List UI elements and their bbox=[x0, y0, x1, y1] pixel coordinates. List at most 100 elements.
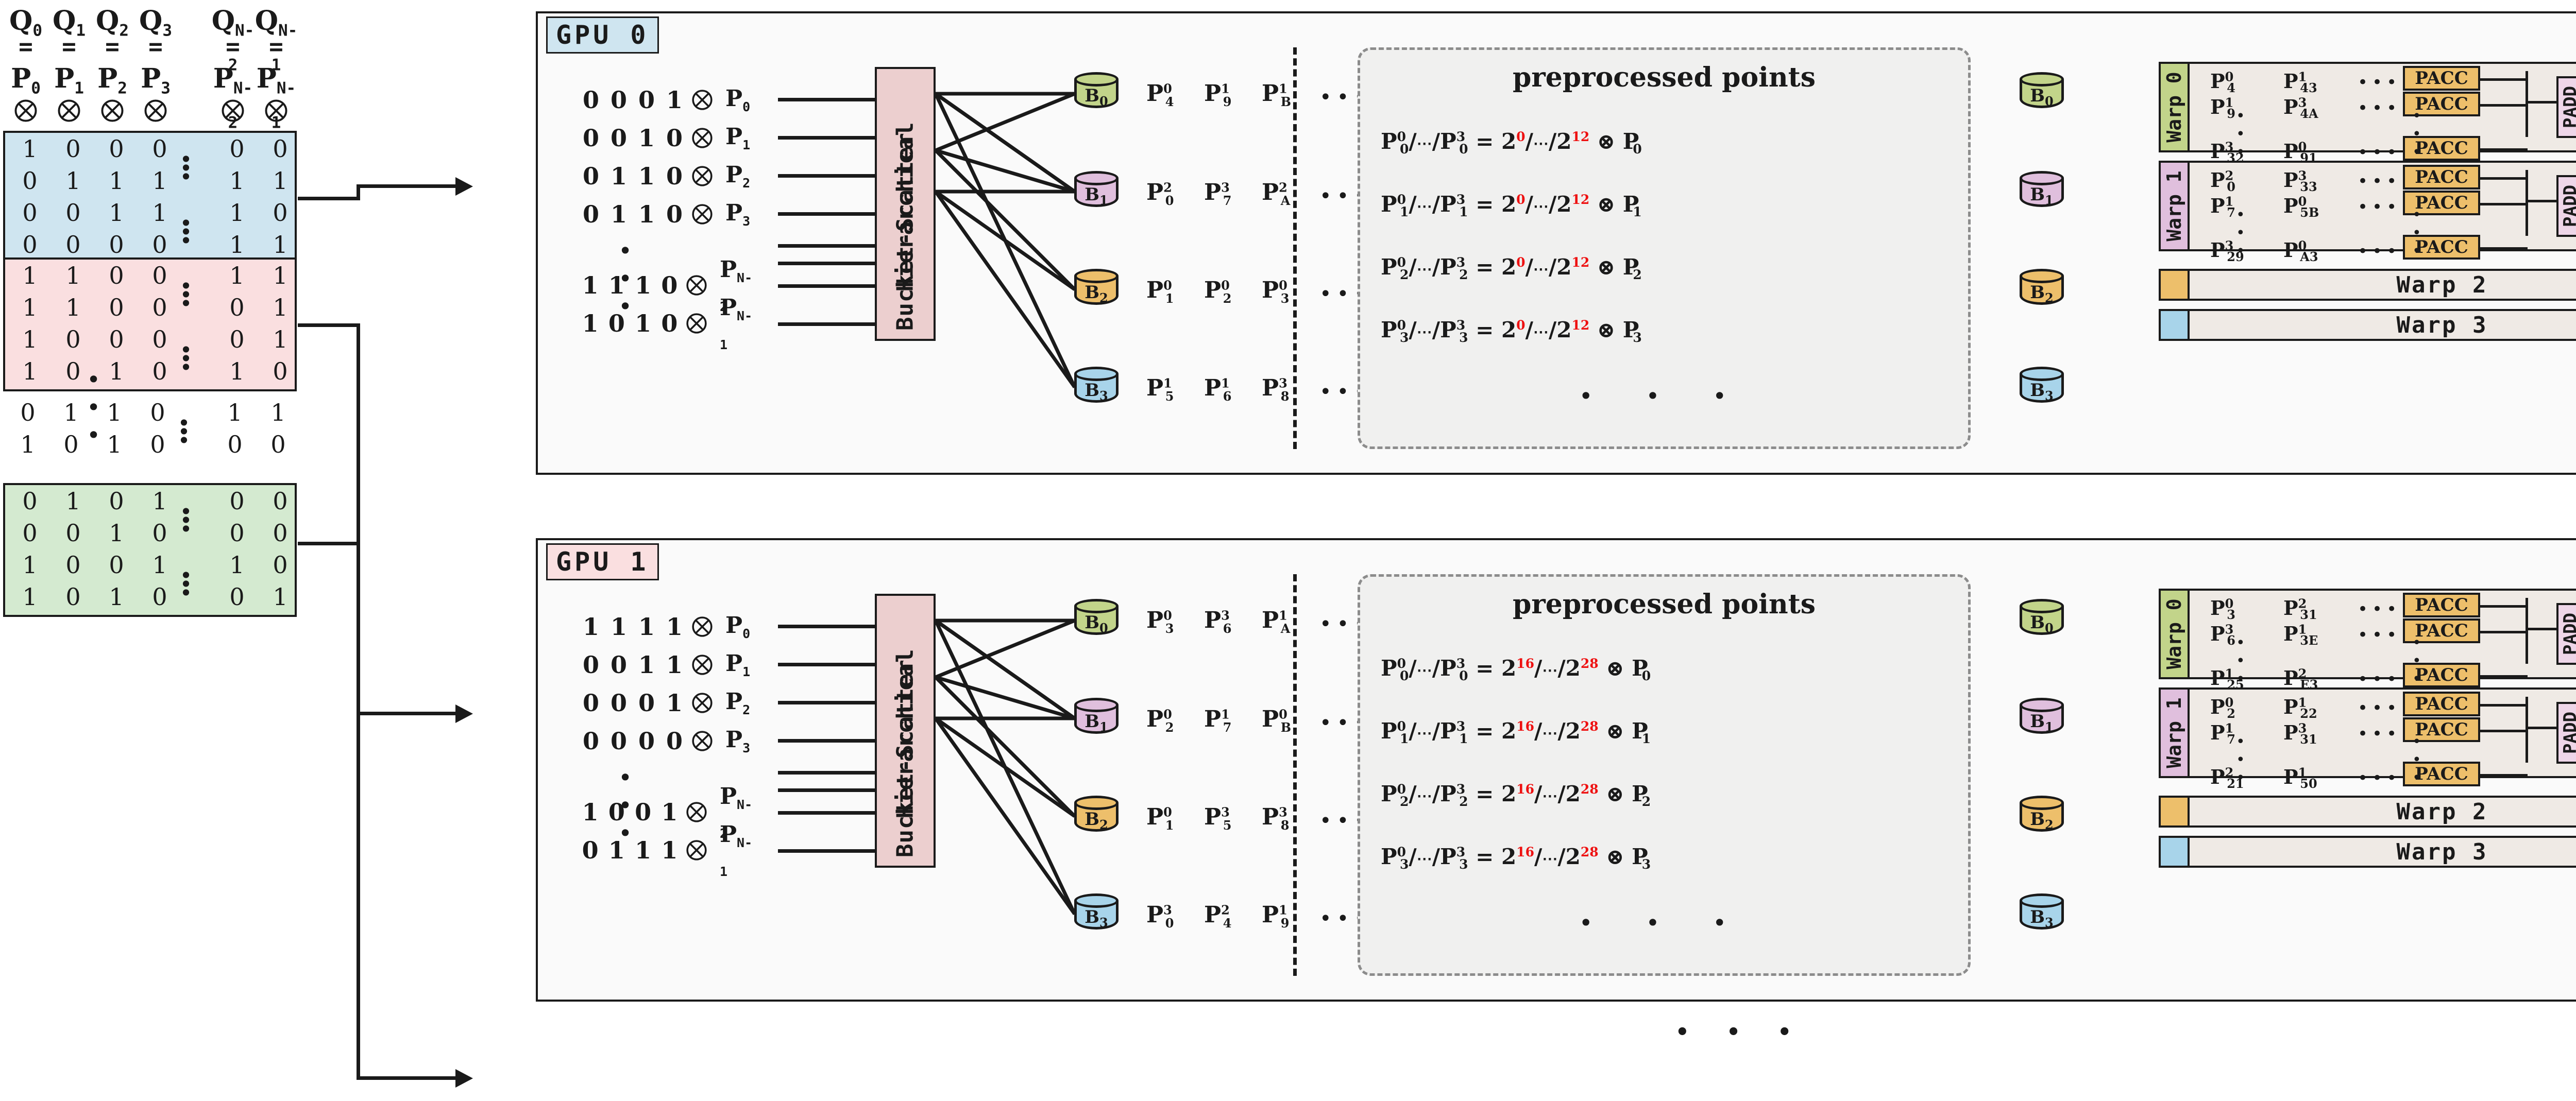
bucket-cylinder-top bbox=[1074, 893, 1118, 908]
warp-point: P03 bbox=[2210, 596, 2235, 623]
matrix-out-arrow-line-2 bbox=[357, 1076, 460, 1080]
bucket-cylinder-top bbox=[2020, 599, 2064, 613]
scalar-label-q-subscript: 1 bbox=[76, 21, 86, 40]
scatter-input-line-0 bbox=[778, 98, 876, 101]
simple-warp-0: Warp 2 bbox=[2159, 269, 2576, 301]
matrix-cell: 0 bbox=[152, 262, 167, 289]
bit-digit: 1 bbox=[582, 309, 599, 337]
pp-slash: / bbox=[1548, 129, 1557, 154]
warp-point: P332 bbox=[2210, 139, 2244, 166]
bucket-cylinder-right-3: B3 bbox=[2020, 893, 2064, 933]
bit-digit: 0 bbox=[610, 689, 627, 717]
warp-row-ellipsis: • • • bbox=[2236, 733, 2261, 787]
pp-lhs-1: P03 bbox=[1381, 844, 1409, 872]
bucket-cylinder-right-2: B2 bbox=[2020, 796, 2064, 835]
pp-equals: = bbox=[1468, 192, 1501, 217]
scalar-label-q-subscript: N-2 bbox=[228, 21, 255, 75]
point-label-p-5: PN-1 bbox=[256, 63, 296, 132]
point-label: PN-2 bbox=[719, 256, 753, 314]
bucket-label: B1 bbox=[2030, 711, 2054, 734]
warp-row-ellipsis: • • • bbox=[2236, 634, 2261, 688]
bit-digit: 1 bbox=[638, 651, 655, 679]
bucket-cylinder-0: B0 bbox=[1074, 599, 1118, 638]
preprocessed-points-equation-3: P03/⋯/P33 = 216/⋯/228 ⊗ P3 bbox=[1381, 844, 1651, 872]
point-subscript: B bbox=[1280, 719, 1292, 735]
warp-point: P04 bbox=[2210, 69, 2235, 96]
pp-lhs-1: P01 bbox=[1381, 718, 1409, 747]
scatter-input-line-0 bbox=[778, 625, 876, 628]
point-subscript: 8 bbox=[1280, 817, 1290, 833]
matrix-cell: 1 bbox=[65, 487, 81, 515]
scatter-input-line-3 bbox=[778, 739, 876, 743]
pp-equals: = bbox=[1468, 781, 1501, 806]
bucket-point: P30 bbox=[1146, 902, 1174, 931]
matrix-cell: 0 bbox=[65, 551, 81, 579]
pp-equals: = bbox=[1468, 317, 1501, 342]
matrix-cell: 0 bbox=[273, 357, 288, 385]
point-superscript: 1 bbox=[2298, 695, 2307, 710]
warp-point-wrap: P13E bbox=[2283, 622, 2318, 648]
matrix-cell: 0 bbox=[109, 294, 124, 321]
preprocessed-points-equation-2: P02/⋯/P32 = 216/⋯/228 ⊗ P2 bbox=[1381, 781, 1651, 809]
pacc-column-ellipsis: • • • bbox=[2412, 206, 2433, 260]
pacc-output-line bbox=[2480, 104, 2528, 107]
point-label-p-1: P1 bbox=[54, 63, 84, 98]
pp-times: ⊗ bbox=[1589, 254, 1623, 280]
bucket-cylinder-top bbox=[1074, 698, 1118, 712]
pp-slash: / bbox=[1548, 192, 1557, 217]
matrix-cell: 0 bbox=[22, 231, 38, 259]
point-label-subscript: 2 bbox=[742, 175, 751, 191]
scatter-input-line-1 bbox=[778, 663, 876, 666]
bucket-cylinder-top bbox=[2020, 72, 2064, 87]
simple-warp-1: Warp 3 bbox=[2159, 836, 2576, 868]
pp-lhs-2: P31 bbox=[1440, 718, 1468, 747]
point-subscript: 7 bbox=[1223, 719, 1232, 735]
bucket-point-wrap: P37 bbox=[1204, 179, 1232, 208]
matrix-cell: 1 bbox=[22, 135, 38, 163]
point-superscript: 3 bbox=[1221, 180, 1230, 195]
padd-bus-horizontal bbox=[2526, 101, 2556, 104]
simple-warp-label: Warp 3 bbox=[2396, 312, 2488, 338]
point-subscript: 9 bbox=[1223, 94, 1232, 109]
multiply-icon bbox=[686, 274, 707, 296]
bucket-label: B0 bbox=[1084, 85, 1108, 109]
pp-lhs-2: P33 bbox=[1440, 844, 1468, 872]
bit-digit: 0 bbox=[635, 798, 652, 826]
point-subscript: 5 bbox=[1223, 817, 1232, 833]
matrix-cell: 0 bbox=[109, 551, 124, 579]
matrix-cell: 0 bbox=[109, 135, 124, 163]
matrix-out-vertical-0 bbox=[357, 184, 360, 200]
bit-digit: 1 bbox=[661, 798, 678, 826]
padd-block: PADD bbox=[2556, 603, 2576, 665]
warp-points-ellipsis: ••• bbox=[2358, 698, 2401, 718]
pp-lhs-2: P30 bbox=[1440, 129, 1468, 157]
pp-slash: / bbox=[1409, 656, 1417, 681]
point-subscript: 1 bbox=[1165, 817, 1174, 833]
warp-point-wrap: P331 bbox=[2283, 720, 2317, 747]
bit-digit: 1 bbox=[635, 836, 652, 864]
bit-digit: 1 bbox=[666, 651, 683, 679]
matrix-cell: 0 bbox=[65, 325, 81, 353]
pp-slash: / bbox=[1432, 781, 1440, 806]
bucket-cylinder-top bbox=[1074, 171, 1118, 185]
bucket-point-wrap: P15 bbox=[1146, 375, 1174, 404]
matrix-cell: 1 bbox=[270, 399, 286, 426]
point-superscript: 1 bbox=[1221, 707, 1230, 722]
pacc-output-line bbox=[2480, 203, 2528, 205]
bucket-cylinder-3: B3 bbox=[1074, 367, 1118, 406]
bucket-cylinder-right-2: B2 bbox=[2020, 269, 2064, 308]
bucket-label-subscript: 1 bbox=[2045, 192, 2054, 208]
circled-times-icon bbox=[222, 99, 244, 122]
matrix-cell: 0 bbox=[20, 399, 36, 426]
bucket-label: B0 bbox=[2030, 612, 2054, 635]
pp-slash: / bbox=[1525, 192, 1533, 217]
bucket-point-wrap: P16 bbox=[1204, 375, 1232, 404]
point-label: P3 bbox=[725, 200, 751, 229]
simple-warp-swatch bbox=[2161, 271, 2190, 299]
point-subscript: A bbox=[1280, 193, 1291, 208]
pacc-block: PACC bbox=[2403, 692, 2480, 716]
padd-label: PADD bbox=[2560, 185, 2576, 227]
padd-bus-horizontal bbox=[2526, 727, 2556, 729]
